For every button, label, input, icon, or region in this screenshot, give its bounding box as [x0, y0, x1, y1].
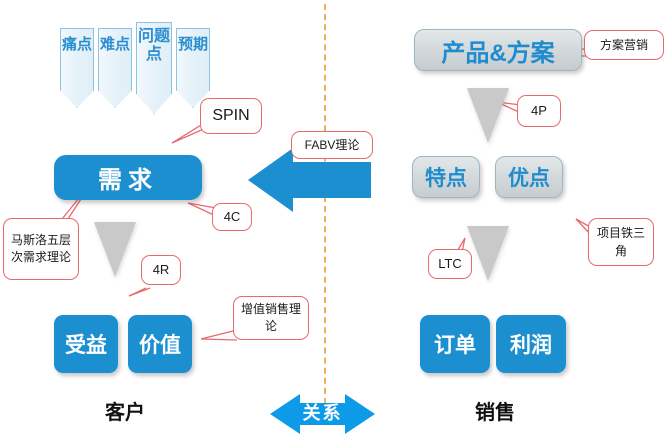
pennant-label: 难点 — [99, 36, 130, 53]
callout-upsell-label: 增值销售理论 — [240, 302, 301, 333]
pennant-label: 问题点 — [137, 28, 170, 63]
callout-solution-marketing[interactable]: 方案营销 — [584, 30, 664, 60]
callout-spin[interactable]: SPIN — [200, 98, 262, 134]
advantage-box-label: 优点 — [508, 167, 550, 190]
benefit-box-label: 受益 — [65, 334, 107, 357]
callout-fabv[interactable]: FABV理论 — [291, 131, 373, 159]
sales-title-label: 销售 — [475, 402, 515, 424]
callout-ltc[interactable]: LTC — [428, 249, 472, 279]
order-box[interactable]: 订单 — [420, 315, 490, 373]
center-divider — [324, 4, 326, 404]
pennant-problem-point[interactable]: 问题点 — [136, 22, 172, 114]
callout-ltc-label: LTC — [438, 256, 462, 271]
relation-arrow-label-wrap: 关系 — [291, 400, 354, 424]
relation-arrow-label: 关系 — [302, 403, 343, 423]
pennant-pain-point[interactable]: 痛点 — [60, 28, 94, 108]
callout-4p-label: 4P — [531, 103, 547, 118]
demand-box-label: 需求 — [98, 167, 158, 194]
benefit-box[interactable]: 受益 — [54, 315, 118, 373]
callout-iron-triangle[interactable]: 项目铁三角 — [588, 218, 654, 266]
demand-box[interactable]: 需求 — [54, 155, 202, 200]
callout-fabv-label: FABV理论 — [304, 138, 360, 152]
right-upper-down-triangle — [467, 88, 509, 143]
sales-title: 销售 — [430, 396, 560, 425]
callout-4p[interactable]: 4P — [517, 95, 561, 127]
callout-4r-label: 4R — [152, 262, 170, 277]
pennant-expectation[interactable]: 预期 — [176, 28, 210, 108]
callout-solution-marketing-label: 方案营销 — [599, 38, 648, 52]
feature-box[interactable]: 特点 — [412, 156, 480, 198]
callout-4c-label: 4C — [223, 209, 241, 224]
value-box[interactable]: 价值 — [128, 315, 192, 373]
customer-title-label: 客户 — [105, 402, 145, 424]
pennant-difficulty-point[interactable]: 难点 — [98, 28, 132, 108]
pennant-label: 痛点 — [61, 36, 92, 53]
profit-box[interactable]: 利润 — [496, 315, 566, 373]
right-lower-down-triangle — [467, 226, 509, 281]
profit-box-label: 利润 — [510, 334, 552, 357]
left-down-triangle — [94, 222, 136, 277]
feature-box-label: 特点 — [425, 167, 467, 190]
callout-maslow-label: 马斯洛五层次需求理论 — [10, 233, 71, 264]
callout-upsell[interactable]: 增值销售理论 — [233, 296, 309, 340]
callout-maslow[interactable]: 马斯洛五层次需求理论 — [3, 218, 79, 280]
order-box-label: 订单 — [434, 334, 476, 357]
callout-iron-triangle-label: 项目铁三角 — [596, 226, 645, 258]
callout-spin-label: SPIN — [212, 107, 250, 124]
product-solution-box[interactable]: 产品&方案 — [414, 29, 582, 71]
callout-4c[interactable]: 4C — [212, 203, 252, 231]
pennant-label: 预期 — [177, 36, 208, 53]
value-box-label: 价值 — [139, 334, 181, 357]
callout-4r[interactable]: 4R — [141, 255, 181, 285]
product-solution-label: 产品&方案 — [441, 39, 555, 67]
customer-title: 客户 — [60, 396, 190, 425]
advantage-box[interactable]: 优点 — [495, 156, 563, 198]
